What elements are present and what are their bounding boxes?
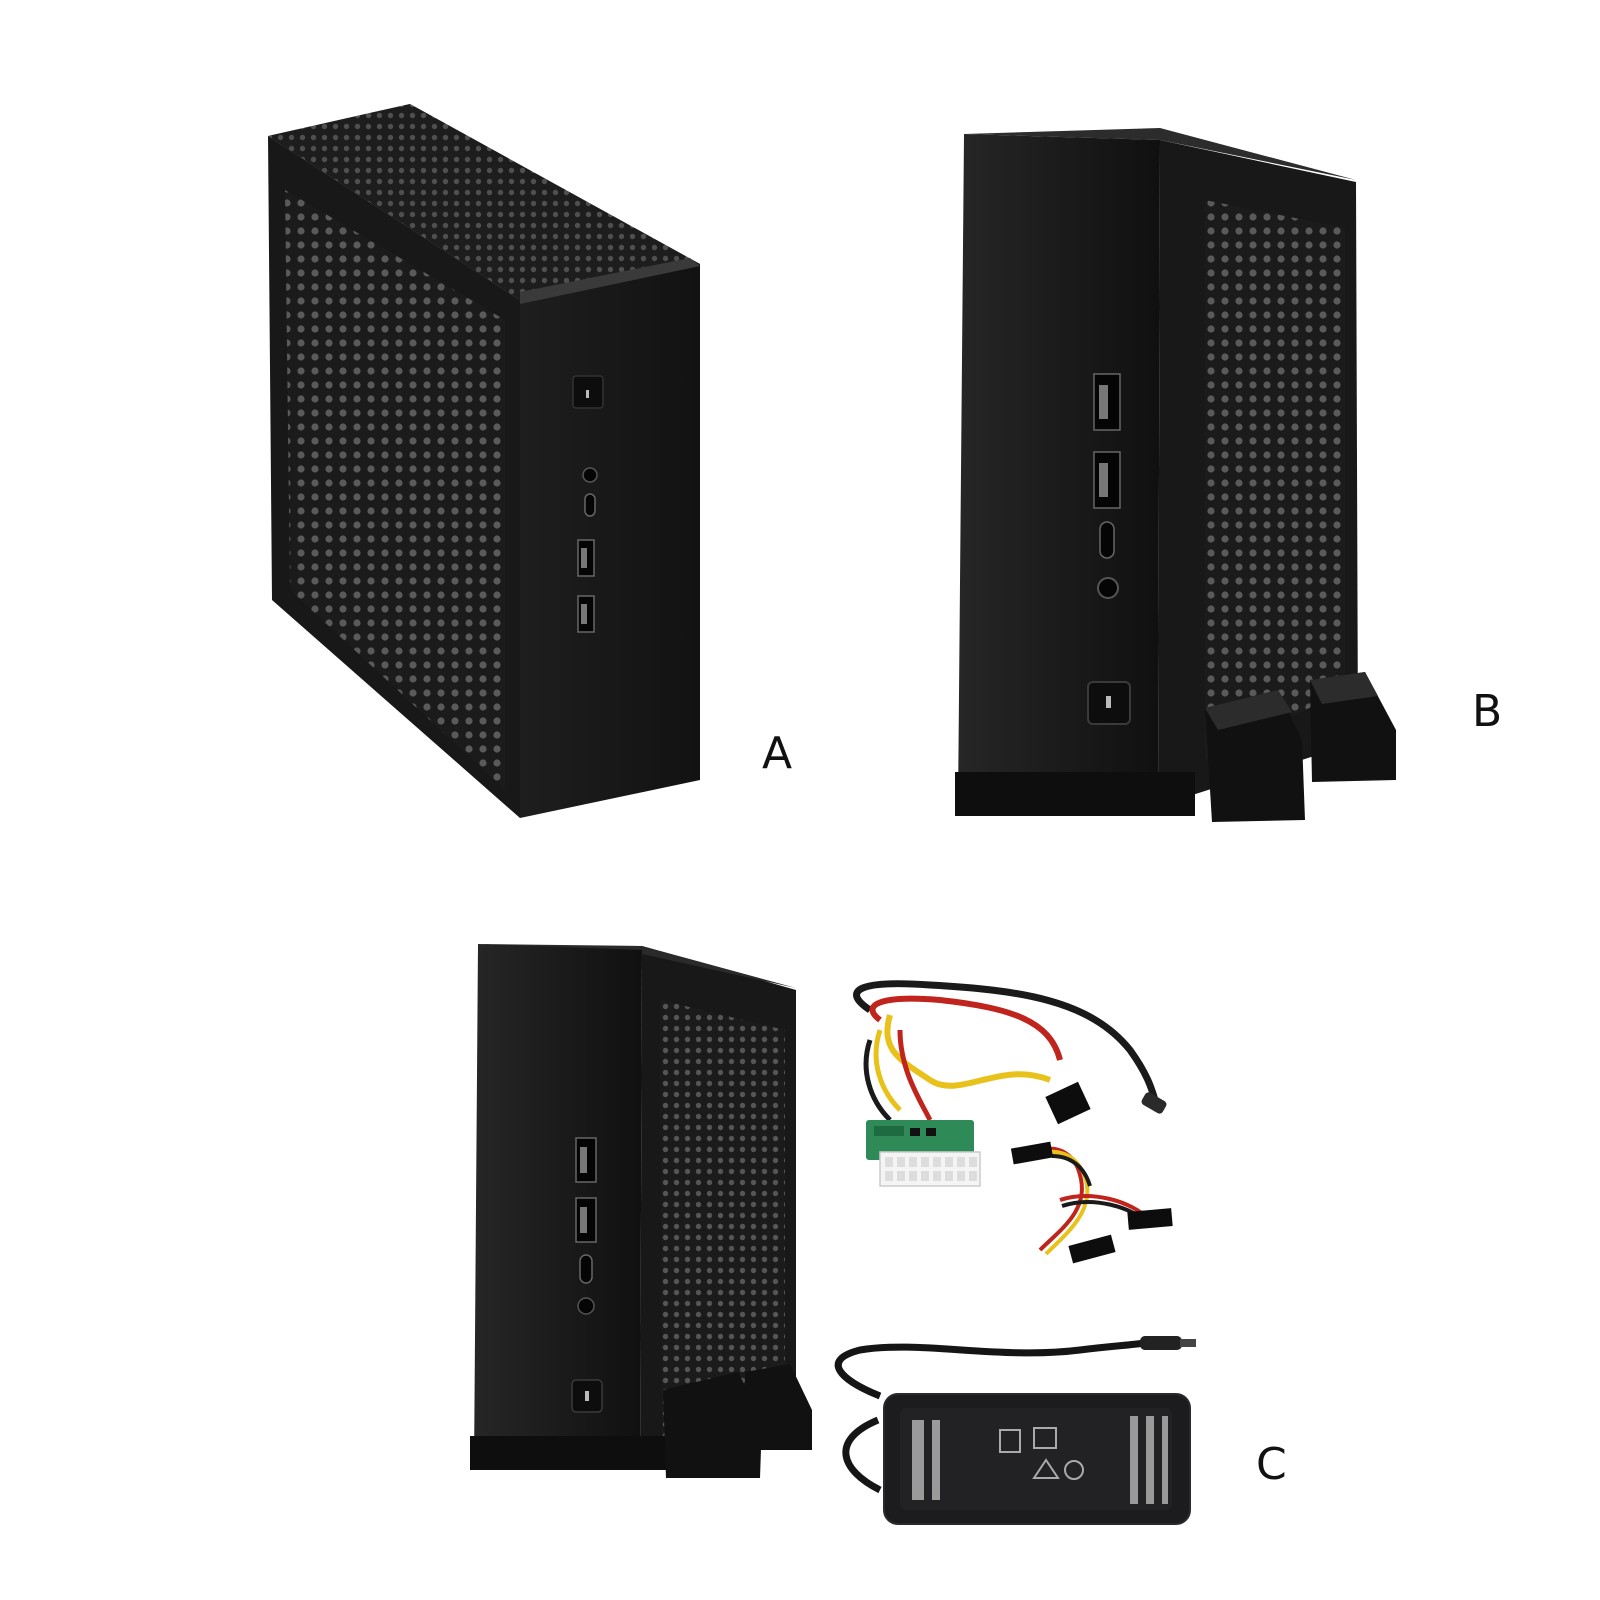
ce-mark-icon — [1064, 1460, 1084, 1480]
sata-power-splitter — [1010, 1141, 1173, 1264]
fc-mark-icon — [1033, 1427, 1057, 1449]
dc-atx-psu-cable-kit — [853, 980, 1167, 1187]
usb-c-port-icon — [1099, 521, 1115, 559]
audio-jack-icon — [1097, 577, 1119, 599]
case-b-vertical — [955, 128, 1396, 822]
case-b-front-io — [1087, 373, 1131, 725]
power-adapter-brick — [834, 1336, 1196, 1525]
usb-c-port-icon — [579, 1254, 593, 1284]
case-c-front-io — [571, 1137, 603, 1413]
case-a-horizontal — [268, 104, 700, 818]
stand-foot — [663, 1372, 762, 1478]
stand-foot — [745, 1364, 812, 1450]
case-a-front-io — [572, 375, 604, 633]
variant-label-b: B — [1472, 686, 1503, 737]
audio-jack-icon — [577, 1297, 595, 1315]
audio-jack-icon — [582, 467, 598, 483]
usb-c-port-icon — [584, 493, 596, 517]
variant-label-a: A — [762, 728, 793, 779]
variant-label-c: C — [1256, 1439, 1287, 1490]
case-c-vertical — [470, 944, 812, 1478]
